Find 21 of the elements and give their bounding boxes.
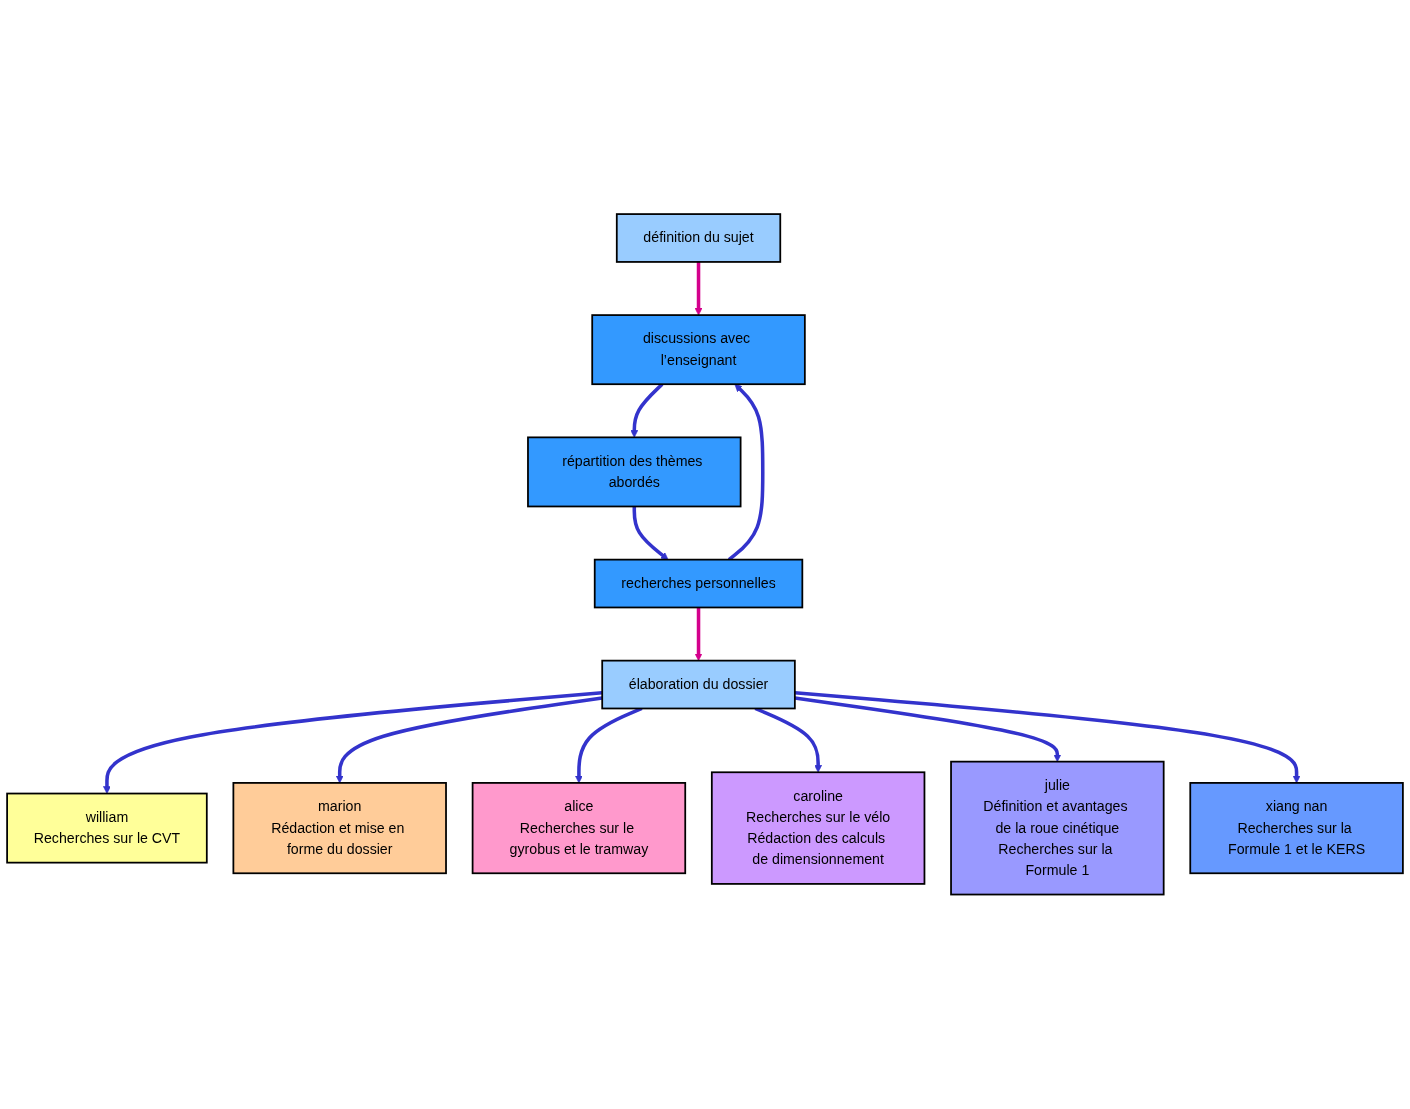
node-box: répartition des thèmes abordés: [527, 436, 742, 508]
arrow: [794, 696, 1062, 763]
arrow: [694, 607, 703, 662]
arrow: [575, 707, 643, 784]
node-box: caroline Recherches sur le vélo Rédaction des calculs de dimensionnement: [710, 771, 926, 885]
arrow: [694, 262, 703, 316]
node-box: william Recherches sur le CVT: [6, 792, 208, 864]
arrow: [103, 691, 603, 795]
arrow: [632, 506, 669, 561]
node-box: définition du sujet: [615, 213, 782, 263]
node-box: alice Recherches sur le gyrobus et le tramway: [471, 782, 687, 875]
node-box: julie Définition et avantages de la roue cinétique Recherches sur la Formule 1: [950, 760, 1165, 896]
arrow: [630, 383, 664, 438]
arrow: [754, 707, 823, 773]
node-box: marion Rédaction et mise en forme du dossier: [232, 782, 447, 875]
node-box: recherches personnelles: [593, 558, 804, 609]
node-box: élaboration du dossier: [601, 659, 796, 710]
arrow: [794, 691, 1301, 784]
node-box: xiang nan Recherches sur la Formule 1 et le KERS: [1189, 782, 1404, 875]
arrow: [335, 696, 603, 784]
node-box: discussions avec l’enseignant: [591, 314, 806, 386]
